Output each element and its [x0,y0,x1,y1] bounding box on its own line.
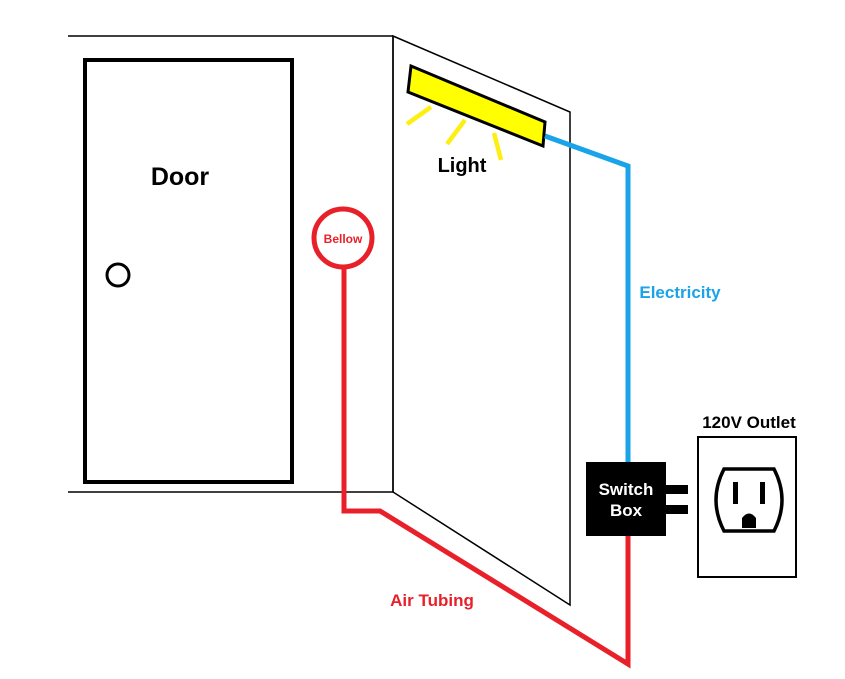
air-tubing-label: Air Tubing [390,591,474,610]
plug-prongs [666,485,688,514]
switch-box-label-line2: Box [610,501,643,520]
bellow [311,206,375,270]
electricity-label: Electricity [639,283,721,302]
outlet-slot-right [760,482,765,504]
side-wall [392,34,571,607]
door-label: Door [151,163,210,191]
switch-box-label-line1: Switch [599,480,654,499]
electricity-wire [544,133,631,462]
outlet-receptacle [714,467,784,533]
plug-prong-top [666,485,688,494]
outlet-label: 120V Outlet [702,413,796,432]
bellow-label: Bellow [324,232,363,246]
outlet-ground-hole [742,513,756,528]
light-fixture [406,63,547,149]
light-ray-2 [445,118,467,146]
outlet-slot-left [733,482,738,504]
plug-prong-bottom [666,505,688,514]
light-ray-1 [405,105,433,126]
switch-box [586,462,666,536]
light-label: Light [438,155,487,177]
light-rays [405,105,504,161]
door-knob [105,262,131,288]
light-ray-3 [491,132,504,161]
air-tubing [341,262,631,669]
